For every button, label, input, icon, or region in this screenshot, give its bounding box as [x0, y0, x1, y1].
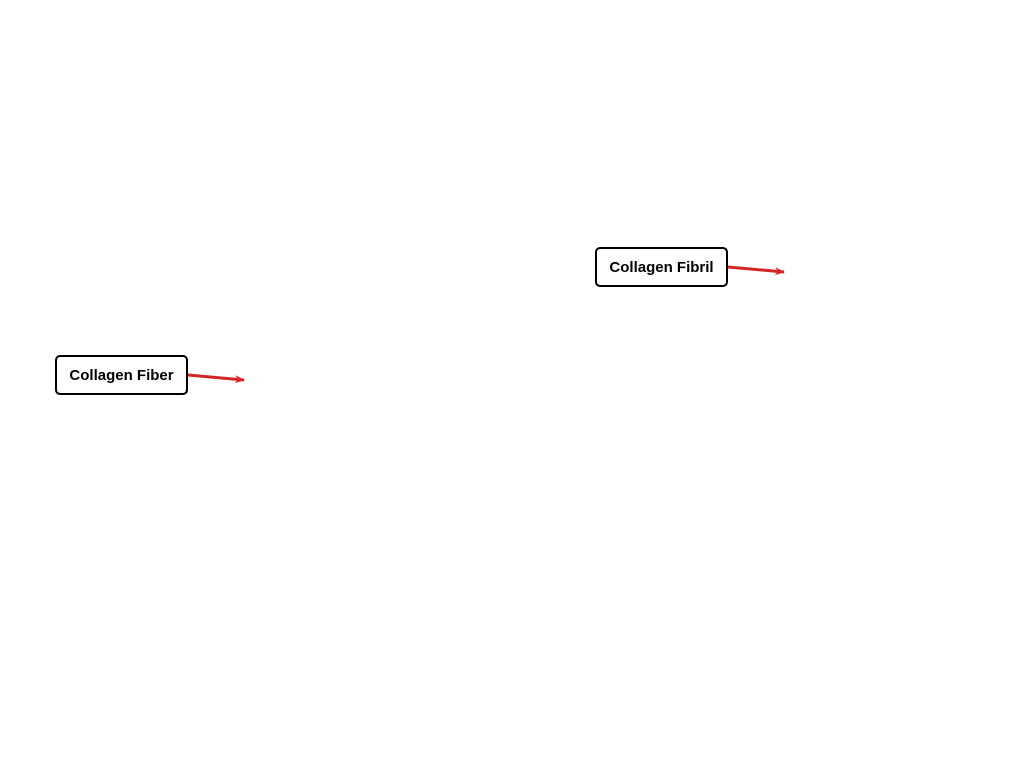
collagen-fibril-label-text: Collagen Fibril — [609, 258, 714, 276]
collagen-fiber-arrow-icon — [187, 373, 245, 384]
collagen-fiber-label: Collagen Fiber — [55, 355, 188, 395]
collagen-fibril-label: Collagen Fibril — [595, 247, 728, 287]
collagen-fibril-arrow-icon — [727, 265, 785, 276]
collagen-fiber-label-text: Collagen Fiber — [69, 366, 174, 384]
